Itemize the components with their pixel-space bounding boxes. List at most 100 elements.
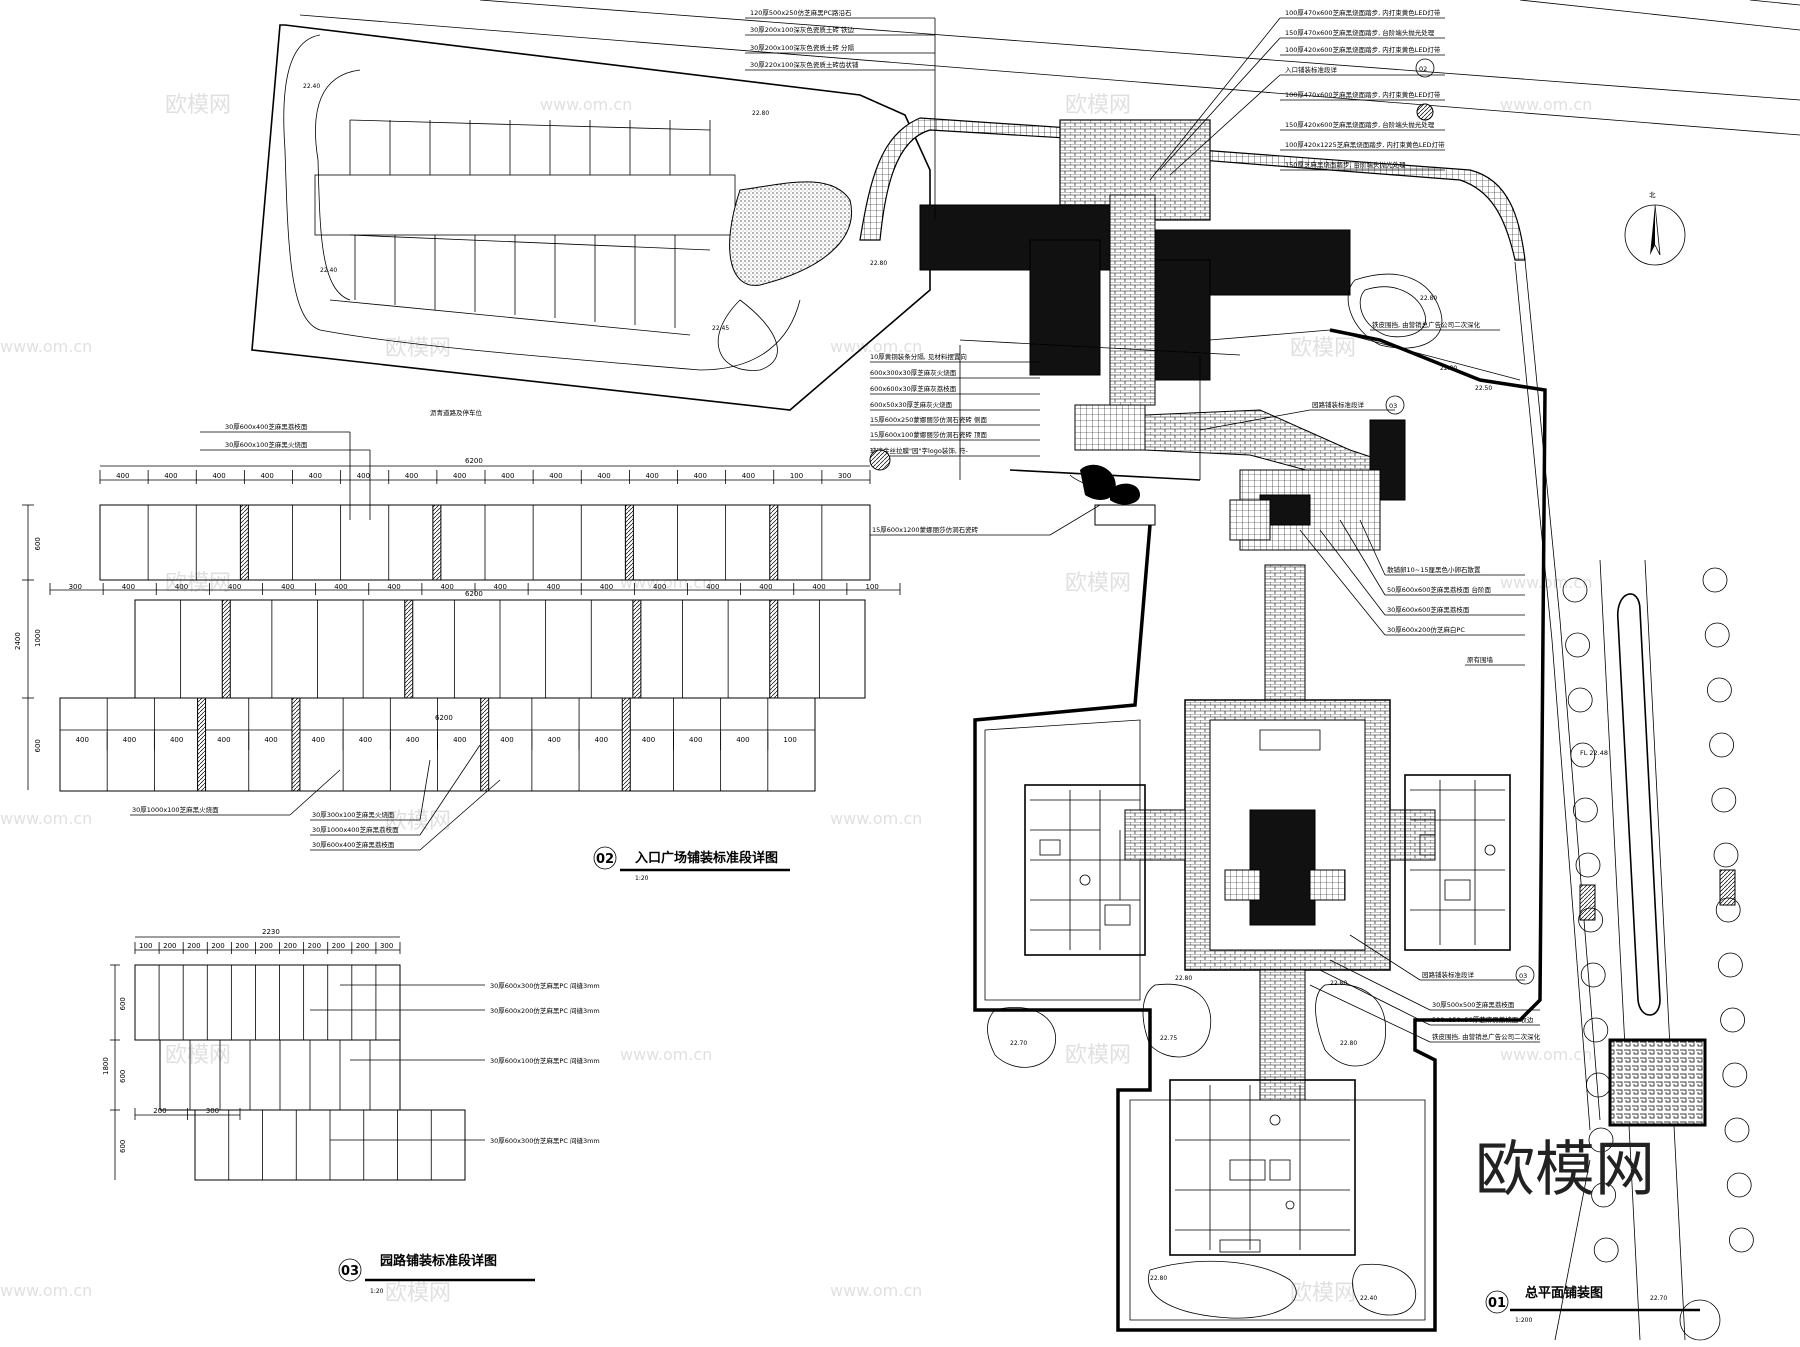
watermark-url: www.om.cn bbox=[1500, 95, 1592, 114]
mid-note-7: 玻璃金丝拉膜"园"字logo装饰, 符- bbox=[870, 446, 968, 455]
dimension-label: 400 bbox=[76, 736, 89, 744]
tree-symbol bbox=[1580, 962, 1606, 988]
house-plans bbox=[1024, 774, 1511, 1256]
elevation-label: 22.80 bbox=[1420, 295, 1437, 302]
paving-strip bbox=[432, 504, 442, 581]
elevation-label: 22.70 bbox=[1650, 1295, 1667, 1302]
dimension-label: 400 bbox=[309, 472, 322, 480]
watermark-logo: 欧模网 bbox=[165, 571, 231, 596]
path-left-total: 1800 bbox=[102, 1057, 110, 1075]
plaza-paving-detail: 30厚600x400芝麻黑荔枝面 30厚600x100芝麻黑火烧面 6200 4… bbox=[14, 422, 901, 882]
site-plan-title: 01 总平面铺装图 1:200 bbox=[1485, 1285, 1700, 1324]
mid-note-4: 600x50x30厚芝麻灰火烧面 bbox=[870, 400, 953, 409]
dimension-label: 200 bbox=[308, 942, 321, 950]
house-plan-left bbox=[1024, 784, 1146, 956]
watermark-url: www.om.cn bbox=[0, 337, 92, 356]
dimension-label: 400 bbox=[642, 736, 655, 744]
dimension-label: 400 bbox=[264, 736, 277, 744]
paving-strip bbox=[621, 697, 631, 792]
planting-islands bbox=[987, 273, 1443, 1319]
top-notes: 120厚500x250仿芝麻黑PC路沿石 30厚200x100深灰色瓷质土砖 铁… bbox=[745, 8, 936, 220]
central-courtyard bbox=[1124, 564, 1436, 1101]
elevation-label: 22.40 bbox=[1360, 1295, 1377, 1302]
path-dim-total: 2230 bbox=[262, 928, 280, 936]
watermark-logo: 欧模网 bbox=[385, 1281, 451, 1306]
dimension-label: 200 bbox=[356, 942, 369, 950]
right-road bbox=[1554, 559, 1736, 1341]
dimension-label: 400 bbox=[359, 736, 372, 744]
tree-symbol bbox=[1711, 787, 1737, 813]
paving-strip bbox=[624, 504, 634, 581]
north-label: 北 bbox=[1649, 191, 1656, 199]
elevation-label: 22.80 bbox=[1340, 1040, 1357, 1047]
dimension-label: 600 bbox=[34, 739, 42, 752]
elevation-label: 22.75 bbox=[1160, 1035, 1177, 1042]
right-note-7: 100厚420x1225芝麻黑烧面踏步, 内打束黄色LED灯带 bbox=[1285, 140, 1445, 149]
elevation-labels: 22.40 22.40 22.80 22.45 22.80 22.80 22.8… bbox=[303, 83, 1667, 1302]
plaza-dim-mid-total: 6200 bbox=[465, 590, 483, 598]
plaza-note-top-1: 30厚600x400芝麻黑荔枝面 bbox=[225, 422, 308, 431]
house-plan-bottom bbox=[1169, 1079, 1356, 1256]
watermark-logo: 欧模网 bbox=[165, 93, 231, 118]
watermark-url: www.om.cn bbox=[0, 809, 92, 828]
dimension-label: 400 bbox=[547, 736, 560, 744]
dimension-label: 400 bbox=[453, 736, 466, 744]
dimension-label: 400 bbox=[212, 472, 225, 480]
dimension-label: 400 bbox=[706, 583, 719, 591]
dimension-label: 400 bbox=[759, 583, 772, 591]
house-plan-right bbox=[1404, 774, 1511, 951]
right-note-6: 150厚420x600芝麻黑烧面踏步, 台阶端头抛光处理 bbox=[1285, 120, 1435, 129]
plaza-note-bottom-2: 30厚300x100芝麻黑火烧面 bbox=[312, 810, 395, 819]
dimension-label: 200 bbox=[332, 942, 345, 950]
dimension-label: 200 bbox=[211, 942, 224, 950]
tree-symbol bbox=[1715, 897, 1741, 923]
tree-symbol bbox=[1724, 1117, 1750, 1143]
mid-note-1: 10厚黄铜装条分隔, 见材料摆置向 bbox=[870, 352, 967, 361]
dimension-label: 400 bbox=[653, 583, 666, 591]
right-block-note-4: 30厚600x200仿芝麻白PC bbox=[1387, 625, 1465, 634]
lower-notes: 园路铺装标准段详 03 30厚500x500芝麻黑荔枝面 500x150x50厚… bbox=[1309, 934, 1541, 1043]
paving-strip bbox=[769, 599, 779, 699]
tree-symbol bbox=[1593, 1237, 1619, 1263]
dimension-label: 400 bbox=[694, 472, 707, 480]
fl-label: FL 22.48 bbox=[1580, 749, 1608, 757]
street-trees bbox=[1562, 567, 1754, 1263]
path-label-1: 园路铺装标准段详 bbox=[1312, 400, 1365, 409]
dimension-label: 400 bbox=[122, 583, 135, 591]
mid-note-2: 600x300x30厚芝麻灰火烧面 bbox=[870, 368, 957, 377]
paving-strip bbox=[221, 599, 231, 699]
paving-strip bbox=[291, 697, 301, 792]
dimension-label: 300 bbox=[838, 472, 851, 480]
plaza-note-bottom-4: 30厚600x400芝麻黑荔枝面 bbox=[312, 840, 395, 849]
watermark-logo: 欧模网 bbox=[1065, 1043, 1131, 1068]
top-note-2: 30厚200x100深灰色瓷质土砖 铁边 bbox=[750, 25, 854, 34]
dimension-label: 400 bbox=[595, 736, 608, 744]
dimension-label: 400 bbox=[742, 472, 755, 480]
top-road bbox=[299, 0, 1800, 136]
watermark-url: www.om.cn bbox=[0, 1281, 92, 1300]
dimension-label: 400 bbox=[312, 736, 325, 744]
bottom-mid-note: 15厚600x1200蒙娜丽莎仿洞石瓷砖 bbox=[872, 525, 979, 534]
tree-symbol bbox=[1713, 842, 1739, 868]
dimension-label: 400 bbox=[228, 583, 241, 591]
elevation-label: 22.70 bbox=[1010, 1040, 1027, 1047]
dimension-label: 400 bbox=[440, 583, 453, 591]
tree-symbol bbox=[1573, 797, 1598, 823]
watermark-url: www.om.cn bbox=[540, 95, 632, 114]
top-note-1: 120厚500x250仿芝麻黑PC路沿石 bbox=[750, 8, 852, 17]
dimension-label: 1000 bbox=[34, 629, 42, 647]
dimension-label: 400 bbox=[170, 736, 183, 744]
dimension-label: 200 bbox=[153, 1107, 166, 1115]
watermark-url: www.om.cn bbox=[830, 809, 922, 828]
dimension-label: 300 bbox=[206, 1107, 219, 1115]
right-note-8: 150厚芝麻黑烧面踏步, 台阶端头抛光处理 bbox=[1285, 160, 1406, 169]
watermark-logo: 欧模网 bbox=[165, 1043, 231, 1068]
dimension-label: 600 bbox=[119, 1140, 127, 1153]
dimension-label: 200 bbox=[284, 942, 297, 950]
dimension-label: 100 bbox=[139, 942, 152, 950]
plaza-left-total: 2400 bbox=[14, 632, 22, 650]
dimension-label: 600 bbox=[119, 997, 127, 1010]
tree-symbol bbox=[1570, 742, 1596, 768]
tree-symbol bbox=[1726, 1172, 1752, 1198]
